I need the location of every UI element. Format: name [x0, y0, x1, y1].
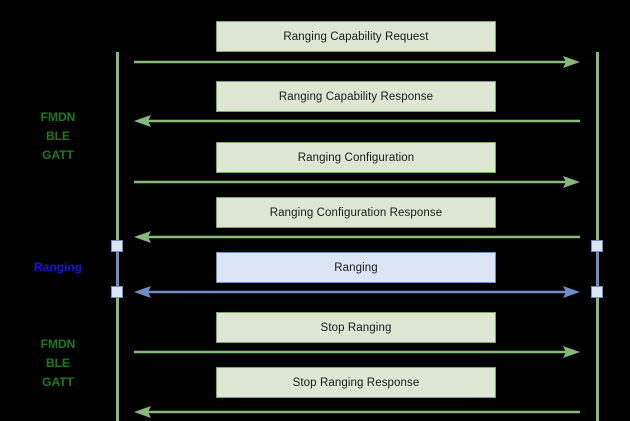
message-box-ranging[interactable]: Ranging: [216, 252, 496, 283]
side-label-fmdn-ble-gatt-top: FMDN BLE GATT: [18, 108, 98, 165]
side-label-line: GATT: [42, 375, 74, 389]
message-box-ranging-capability-request[interactable]: Ranging Capability Request: [216, 21, 496, 52]
message-label: Ranging Configuration Response: [269, 206, 443, 219]
activation-box-right-start: [591, 240, 603, 252]
message-arrow-ranging-capability-response: [134, 114, 580, 128]
side-label-line: Ranging: [34, 260, 82, 274]
message-box-stop-ranging-response[interactable]: Stop Ranging Response: [216, 367, 496, 398]
side-label-line: FMDN: [40, 110, 76, 124]
side-label-line: BLE: [46, 129, 70, 143]
message-arrow-ranging-configuration-response: [134, 230, 580, 244]
left-lifeline-lower: [116, 292, 119, 421]
message-box-ranging-configuration[interactable]: Ranging Configuration: [216, 142, 496, 173]
right-lifeline-lower: [596, 292, 599, 421]
message-box-stop-ranging[interactable]: Stop Ranging: [216, 312, 496, 343]
message-label: Stop Ranging: [320, 321, 392, 334]
activation-box-left-end: [111, 286, 123, 298]
right-lifeline-ranging-segment: [596, 246, 599, 292]
message-arrow-ranging-bidirectional: [134, 285, 580, 299]
message-label: Ranging Capability Request: [283, 30, 429, 43]
activation-box-left-start: [111, 240, 123, 252]
message-label: Ranging Capability Response: [278, 90, 434, 103]
side-label-ranging: Ranging: [18, 258, 98, 277]
side-label-line: FMDN: [40, 337, 76, 351]
activation-box-right-end: [591, 286, 603, 298]
side-label-line: BLE: [46, 356, 70, 370]
message-box-ranging-capability-response[interactable]: Ranging Capability Response: [216, 81, 496, 112]
message-label: Ranging Configuration: [297, 151, 415, 164]
left-lifeline-ranging-segment: [116, 246, 119, 292]
message-arrow-stop-ranging: [134, 345, 580, 359]
side-label-fmdn-ble-gatt-bottom: FMDN BLE GATT: [18, 335, 98, 392]
message-arrow-ranging-capability-request: [134, 55, 580, 69]
message-label: Stop Ranging Response: [292, 376, 420, 389]
right-lifeline-upper: [596, 52, 599, 246]
message-label: Ranging: [334, 261, 378, 274]
message-arrow-ranging-configuration: [134, 175, 580, 189]
left-lifeline-upper: [116, 52, 119, 246]
message-arrow-stop-ranging-response: [134, 405, 580, 419]
side-label-line: GATT: [42, 148, 74, 162]
message-box-ranging-configuration-response[interactable]: Ranging Configuration Response: [216, 197, 496, 228]
